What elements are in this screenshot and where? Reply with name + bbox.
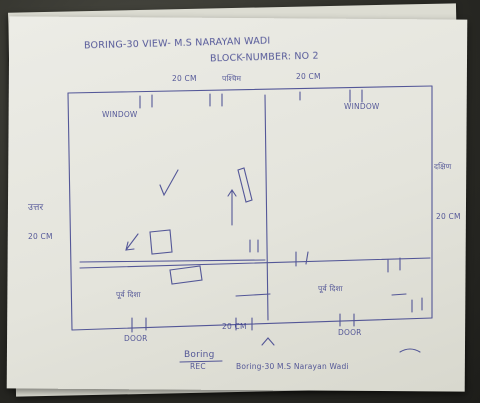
footer-line-1: Boring [184,350,215,360]
box-rect-lower2 [235,293,271,297]
right-marks-3 [411,297,423,313]
window-mark-left [139,94,153,109]
marks-right [295,251,309,267]
wall-left-label: उत्तर [28,203,44,213]
outer-wall-top [67,85,433,94]
footer-squiggle [399,348,421,353]
wall-right-label: दक्षिण [434,162,452,171]
door-mark-mid [235,317,253,331]
marks-mid [249,239,259,253]
footer-underline [179,360,223,363]
inner-label-right: पूर्व दिशा [318,284,343,293]
outer-wall-left [67,92,73,331]
arrow-up [227,189,237,226]
top-label-mid: पश्चिम [222,74,242,83]
top-dimension-left: 20 CM [172,74,197,83]
right-marks-1 [387,257,401,273]
inner-line-lower [79,257,431,269]
box-small [149,229,173,255]
arrow-diag [125,233,139,251]
top-dimension-right: 20 CM [296,72,321,81]
footer-line-3: Boring-30 M.S Narayan Wadi [236,362,349,371]
object-slanted [237,167,253,203]
box-rect-lower [169,265,203,285]
right-marks-2 [391,293,407,296]
wall-right-dimension: 20 CM [436,212,461,221]
inner-line-lower-2 [79,259,266,263]
window-label-right: WINDOW [344,102,380,111]
door-label-right: DOOR [338,328,362,337]
door-mark-left [131,317,147,333]
door-mark-right [339,313,355,327]
door-label-left: DOOR [124,334,148,343]
window-label-left: WINDOW [102,110,138,119]
tick-mark [159,169,179,197]
window-mark-mid [209,93,223,107]
bottom-dimension: 20 CM [222,322,247,331]
inner-partition [264,94,269,321]
bottom-caret [261,337,275,346]
inner-label-left: पूर्व दिशा [116,290,141,299]
wall-left-dimension: 20 CM [28,232,53,241]
window-mark-right [349,89,363,103]
footer-line-2: REC [190,362,206,371]
